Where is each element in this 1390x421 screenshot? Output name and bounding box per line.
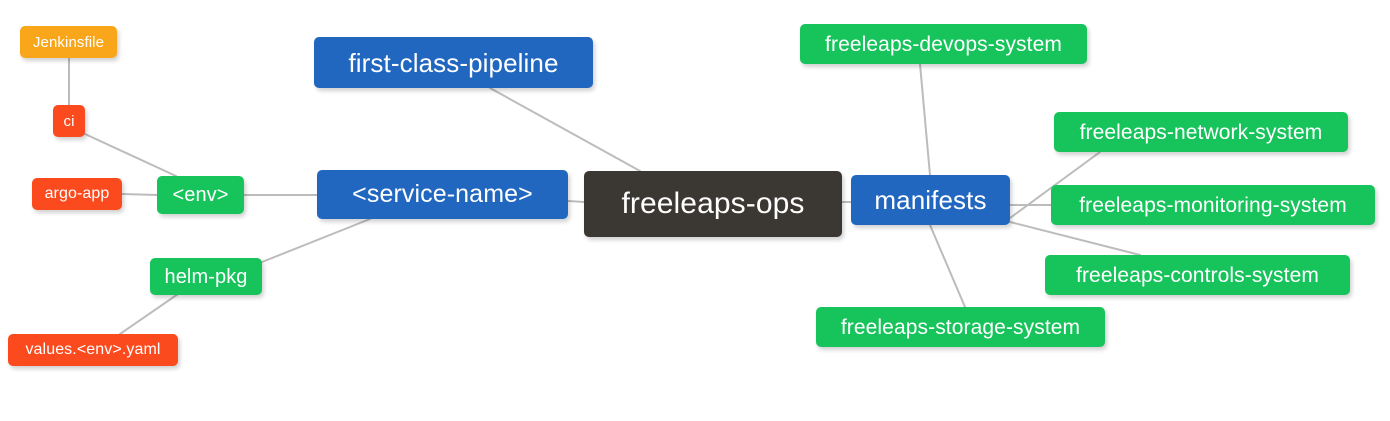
node-freeleaps-ops[interactable]: freeleaps-ops (584, 171, 842, 237)
node-manifests[interactable]: manifests (851, 175, 1010, 225)
edge-manifests-to-freeleaps-storage-system (929, 224, 966, 308)
edge-first-class-pipeline-to-freeleaps-ops (489, 87, 641, 172)
edge-helm-pkg-to-service-name (261, 218, 371, 263)
edge-manifests-to-freeleaps-controls-system (1009, 221, 1141, 256)
node-argo-app[interactable]: argo-app (32, 178, 122, 210)
edge-ci-to-env (84, 133, 177, 177)
node-helm-pkg[interactable]: helm-pkg (150, 258, 262, 295)
edge-service-name-to-freeleaps-ops (567, 200, 585, 203)
node-freeleaps-storage-system[interactable]: freeleaps-storage-system (816, 307, 1105, 347)
node-ci[interactable]: ci (53, 105, 85, 137)
node-jenkinsfile[interactable]: Jenkinsfile (20, 26, 117, 58)
node-freeleaps-devops-system[interactable]: freeleaps-devops-system (800, 24, 1087, 64)
edge-values-yaml-to-helm-pkg (119, 293, 179, 335)
node-service-name[interactable]: <service-name> (317, 170, 568, 219)
edge-manifests-to-freeleaps-devops-system (919, 63, 931, 176)
edge-argo-app-to-env (121, 193, 158, 196)
node-first-class-pipeline[interactable]: first-class-pipeline (314, 37, 593, 88)
node-env[interactable]: <env> (157, 176, 244, 214)
node-values-yaml[interactable]: values.<env>.yaml (8, 334, 178, 366)
node-freeleaps-network-system[interactable]: freeleaps-network-system (1054, 112, 1348, 152)
node-freeleaps-monitoring-system[interactable]: freeleaps-monitoring-system (1051, 185, 1375, 225)
node-freeleaps-controls-system[interactable]: freeleaps-controls-system (1045, 255, 1350, 295)
